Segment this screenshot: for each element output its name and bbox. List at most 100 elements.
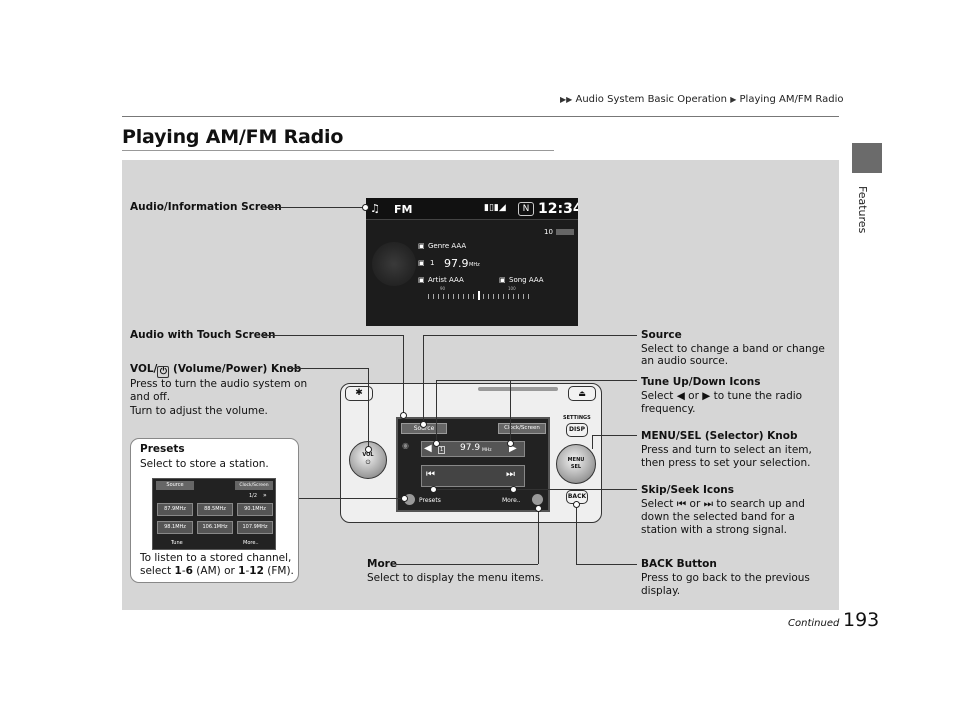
skip-forward-icon[interactable]: ⏭ — [506, 469, 515, 480]
radio-icon: ◉ — [402, 441, 409, 450]
preset-icon: ▣ — [418, 259, 425, 267]
leader-dot — [433, 440, 440, 447]
title-rule — [122, 150, 554, 151]
back-button-title: BACK Button — [641, 558, 717, 570]
mini-next-icon: » — [263, 492, 267, 499]
leader-line — [436, 380, 637, 381]
mini-page: 1/2 — [249, 493, 258, 499]
eject-button[interactable]: ⏏ — [568, 386, 596, 401]
leader-line — [576, 564, 637, 565]
source-title: Source — [641, 329, 682, 341]
tune-desc-2: frequency. — [641, 403, 696, 415]
leader-dot — [510, 486, 517, 493]
screen-artist: Artist AAA — [428, 276, 464, 284]
leader-line — [592, 435, 637, 436]
breadcrumb-item[interactable]: Audio System Basic Operation — [575, 94, 728, 105]
preset-cell: 98.1MHz — [157, 521, 193, 534]
section-label: Features — [856, 186, 869, 234]
screen-top-bar — [366, 198, 578, 220]
tune-down-icon[interactable]: ◀ — [424, 443, 432, 454]
menu-sel-knob[interactable]: MENU SEL — [556, 444, 596, 484]
leader-dot — [507, 440, 514, 447]
more-button[interactable] — [532, 494, 543, 505]
leader-dot — [420, 421, 427, 428]
skip-seek-desc-1: Select ⏮ or ⏭ to search up and — [641, 498, 805, 510]
song-icon: ▣ — [499, 276, 506, 284]
hazard-button[interactable]: ✱ — [345, 386, 373, 401]
tune-desc-1: Select ◀ or ▶ to tune the radio — [641, 390, 803, 402]
back-button[interactable]: BACK — [566, 490, 588, 504]
status-icons: ▮▯▮◢ — [484, 203, 506, 213]
presets-button[interactable] — [404, 494, 415, 505]
leader-line — [299, 498, 404, 499]
screen-volume: 10 — [544, 228, 553, 236]
tuning-needle — [478, 291, 480, 300]
mini-more: More.. — [243, 540, 259, 546]
screen-song: Song AAA — [509, 276, 544, 284]
screen-frequency: 97.9 — [444, 257, 469, 270]
vol-power-knob[interactable]: VOL ⏻ — [349, 441, 387, 479]
menu-label: MENU — [567, 457, 585, 463]
audio-info-screen-label: Audio/Information Screen — [130, 201, 282, 213]
presets-mini-screen: Source Clock/Screen 1/2 » 87.9MHz 88.5MH… — [152, 478, 276, 550]
page-title: Playing AM/FM Radio — [122, 126, 344, 148]
leader-line — [261, 335, 403, 336]
leader-line — [289, 368, 369, 369]
audio-touch-screen-label: Audio with Touch Screen — [130, 329, 276, 341]
music-note-icon: ♫ — [370, 202, 380, 215]
vol-knob-desc-2: and off. — [130, 391, 171, 403]
touch-frequency: 97.9 — [460, 443, 481, 453]
mini-source: Source — [156, 481, 194, 490]
vol-knob-desc-1: Press to turn the audio system on — [130, 378, 308, 390]
skip-forward-icon: ⏭ — [703, 498, 714, 510]
presets-description: Select to store a station. — [140, 458, 269, 470]
preset-cell: 107.9MHz — [237, 521, 273, 534]
continued-label: Continued — [788, 618, 840, 629]
tune-up-icon[interactable]: ▶ — [509, 443, 517, 454]
screen-preset-number: 1 — [430, 259, 435, 267]
menu-sel-title: MENU/SEL (Selector) Knob — [641, 430, 798, 442]
touch-preset-number: 1 — [438, 446, 446, 454]
presets-title: Presets — [140, 443, 185, 455]
breadcrumb-arrow-icon: ▶ — [730, 95, 737, 104]
screen-genre: Genre AAA — [428, 242, 467, 250]
back-button-desc-2: display. — [641, 585, 681, 597]
disp-button[interactable]: DISP — [566, 423, 588, 437]
leader-dot — [365, 446, 372, 453]
tune-up-icon: ▶ — [702, 390, 711, 402]
more-title: More — [367, 558, 397, 570]
presets-label: Presets — [419, 497, 441, 504]
menu-sel-desc-2: then press to set your selection. — [641, 457, 811, 469]
leader-line — [265, 207, 365, 208]
leader-dot — [401, 495, 408, 502]
skip-back-icon[interactable]: ⏮ — [426, 469, 435, 480]
leader-line — [423, 335, 637, 336]
mini-tune: Tune — [171, 540, 183, 546]
leader-dot — [362, 204, 369, 211]
breadcrumb: ▶▶ Audio System Basic Operation ▶ Playin… — [560, 94, 844, 105]
more-label: More.. — [502, 497, 521, 504]
leader-line — [423, 335, 424, 424]
preset-cell: 106.1MHz — [197, 521, 233, 534]
presets-stored-line-1: To listen to a stored channel, — [140, 552, 292, 564]
mini-clock-screen: Clock/Screen — [235, 481, 273, 490]
presets-stored-line-2: select 1-6 (AM) or 1-12 (FM). — [140, 565, 294, 577]
leader-line — [538, 508, 539, 564]
preset-cell: 87.9MHz — [157, 503, 193, 516]
section-tab[interactable] — [852, 143, 882, 173]
radio-logo-icon — [372, 242, 416, 286]
source-desc-1: Select to change a band or change — [641, 343, 825, 355]
audio-information-screen: ♫ FM ▮▯▮◢ N 12:34 10 ▣ Genre AAA ▣ 1 97.… — [366, 198, 578, 326]
scale-low-label: 90 — [440, 286, 446, 291]
volume-bar — [556, 229, 574, 235]
touch-frequency-unit: MHz — [482, 448, 492, 453]
scale-high-label: 100 — [508, 286, 516, 291]
leader-dot — [573, 501, 580, 508]
sel-label: SEL — [570, 464, 582, 470]
clock-screen-button[interactable]: Clock/Screen — [498, 423, 546, 434]
page-number: 193 — [843, 609, 880, 631]
header-rule — [122, 116, 839, 117]
vol-label: VOL — [362, 452, 374, 458]
tune-title: Tune Up/Down Icons — [641, 376, 761, 388]
disc-slot — [478, 387, 558, 391]
